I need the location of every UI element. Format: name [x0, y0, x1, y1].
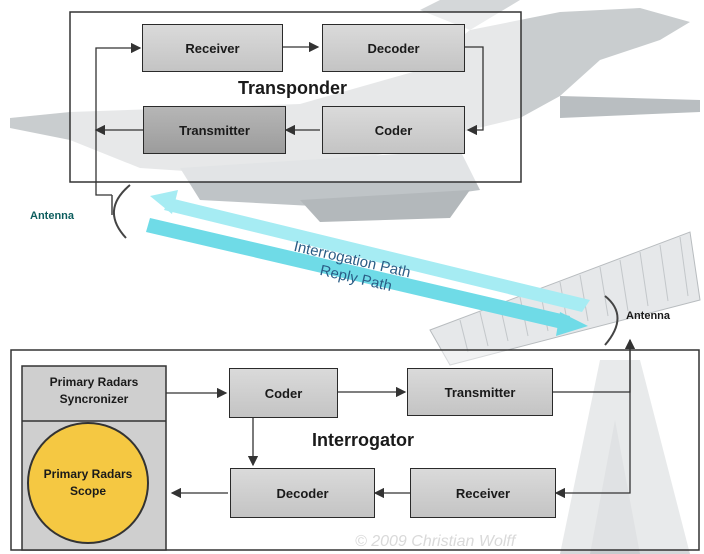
interrogator-title: Interrogator: [312, 430, 415, 450]
watermark-text: © 2009 Christian Wolff: [355, 533, 517, 550]
reply-beam: [146, 218, 570, 330]
antenna-label-top: Antenna: [30, 210, 74, 222]
syncronizer-label-line2: Syncronizer: [59, 392, 129, 406]
transponder-title: Transponder: [238, 78, 348, 98]
interrogator-receiver-box: Receiver: [410, 468, 556, 518]
top-antenna-dish: [112, 184, 131, 239]
syncronizer-label-line1: Primary Radars: [49, 375, 139, 389]
antenna-label-bottom: Antenna: [626, 310, 670, 322]
reply-arrow-head: [556, 312, 588, 336]
interrogator-signal-lines: [166, 338, 636, 499]
transponder-receiver-box: Receiver: [142, 24, 283, 72]
scope-label-line2: Scope: [69, 484, 106, 498]
primary-radars-scope-disc: [27, 422, 149, 544]
scope-label-line1: Primary Radars: [43, 467, 133, 481]
interrogator-coder-box: Coder: [229, 368, 338, 418]
path-beams: [146, 190, 590, 336]
transponder-decoder-box: Decoder: [322, 24, 465, 72]
interrogation-beam: [164, 198, 590, 312]
interrogation-arrow-head: [150, 190, 178, 214]
transponder-signal-lines: [94, 41, 484, 196]
interrogator-transmitter-box: Transmitter: [407, 368, 553, 416]
bottom-antenna-dish: [604, 295, 619, 346]
transponder-transmitter-box: Transmitter: [143, 106, 286, 154]
transponder-coder-box: Coder: [322, 106, 465, 154]
interrogator-decoder-box: Decoder: [230, 468, 375, 518]
